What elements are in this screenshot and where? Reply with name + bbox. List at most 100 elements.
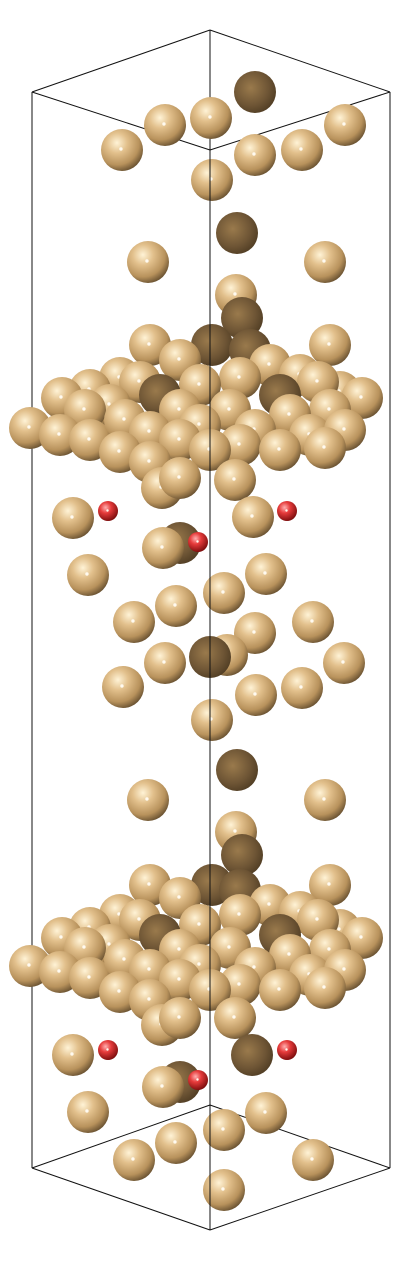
specular-highlight: [177, 947, 181, 951]
specular-highlight: [117, 989, 121, 993]
specular-highlight: [177, 1015, 181, 1019]
specular-highlight: [267, 362, 271, 366]
specular-highlight: [57, 432, 61, 436]
specular-highlight: [299, 685, 303, 689]
specular-highlight: [177, 407, 181, 411]
specular-highlight: [299, 147, 303, 151]
specular-highlight: [57, 969, 61, 973]
specular-highlight: [342, 427, 346, 431]
cell-edge: [31, 29, 211, 93]
specular-highlight: [177, 895, 181, 899]
specular-highlight: [310, 619, 314, 623]
specular-highlight: [147, 997, 151, 1001]
specular-highlight: [196, 1078, 199, 1081]
specular-highlight: [160, 1084, 164, 1088]
specular-highlight: [322, 797, 326, 801]
specular-highlight: [327, 342, 331, 346]
specular-highlight: [342, 967, 346, 971]
specular-highlight: [197, 922, 201, 926]
specular-highlight: [315, 379, 319, 383]
cell-edge: [31, 1104, 211, 1169]
specular-highlight: [82, 945, 86, 949]
specular-highlight: [277, 987, 281, 991]
specular-highlight: [85, 1109, 89, 1113]
specular-highlight: [137, 917, 141, 921]
specular-highlight: [327, 947, 331, 951]
specular-highlight: [208, 115, 212, 119]
specular-highlight: [252, 152, 256, 156]
specular-highlight: [263, 571, 267, 575]
gold-sphere-icon: [221, 834, 263, 876]
specular-highlight: [252, 630, 256, 634]
specular-highlight: [70, 515, 74, 519]
specular-highlight: [177, 977, 181, 981]
specular-highlight: [27, 425, 31, 429]
specular-highlight: [197, 962, 201, 966]
specular-highlight: [250, 514, 254, 518]
specular-highlight: [253, 692, 257, 696]
specular-highlight: [131, 619, 135, 623]
specular-highlight: [327, 407, 331, 411]
specular-highlight: [70, 1052, 74, 1056]
specular-highlight: [237, 375, 241, 379]
specular-highlight: [177, 357, 181, 361]
specular-highlight: [147, 882, 151, 886]
specular-highlight: [85, 572, 89, 576]
gold-sphere-icon: [216, 749, 258, 791]
specular-highlight: [107, 402, 111, 406]
specular-highlight: [131, 1157, 135, 1161]
cell-edge: [209, 1104, 391, 1169]
specular-highlight: [160, 545, 164, 549]
atom-layer: [9, 71, 383, 1211]
gold-sphere-icon: [191, 324, 233, 366]
gold-sphere-icon: [231, 1034, 273, 1076]
specular-highlight: [87, 437, 91, 441]
cell-edge: [31, 91, 211, 151]
specular-highlight: [221, 1187, 225, 1191]
specular-highlight: [196, 540, 199, 543]
cell-edge: [209, 29, 391, 93]
specular-highlight: [106, 509, 109, 512]
specular-highlight: [87, 975, 91, 979]
specular-highlight: [287, 952, 291, 956]
cell-edge: [31, 1167, 211, 1231]
specular-highlight: [106, 1048, 109, 1051]
specular-highlight: [277, 447, 281, 451]
specular-highlight: [221, 1127, 225, 1131]
specular-highlight: [145, 797, 149, 801]
specular-highlight: [322, 445, 326, 449]
specular-highlight: [322, 259, 326, 263]
specular-highlight: [237, 442, 241, 446]
specular-highlight: [122, 417, 126, 421]
specular-highlight: [197, 422, 201, 426]
specular-highlight: [173, 603, 177, 607]
specular-highlight: [337, 927, 341, 931]
specular-highlight: [285, 509, 288, 512]
specular-highlight: [327, 882, 331, 886]
specular-highlight: [232, 477, 236, 481]
specular-highlight: [233, 829, 237, 833]
specular-highlight: [147, 967, 151, 971]
specular-highlight: [341, 660, 345, 664]
specular-highlight: [117, 449, 121, 453]
specular-highlight: [232, 1015, 236, 1019]
specular-highlight: [59, 395, 63, 399]
specular-highlight: [27, 963, 31, 967]
specular-highlight: [322, 985, 326, 989]
specular-highlight: [107, 942, 111, 946]
specular-highlight: [147, 342, 151, 346]
specular-highlight: [285, 1048, 288, 1051]
specular-highlight: [287, 412, 291, 416]
specular-highlight: [267, 902, 271, 906]
specular-highlight: [122, 957, 126, 961]
specular-highlight: [342, 122, 346, 126]
specular-highlight: [177, 475, 181, 479]
specular-highlight: [237, 982, 241, 986]
specular-highlight: [162, 122, 166, 126]
specular-highlight: [315, 917, 319, 921]
specular-highlight: [137, 379, 141, 383]
specular-highlight: [263, 1110, 267, 1114]
gold-sphere-icon: [234, 71, 276, 113]
gold-sphere-icon: [221, 297, 263, 339]
